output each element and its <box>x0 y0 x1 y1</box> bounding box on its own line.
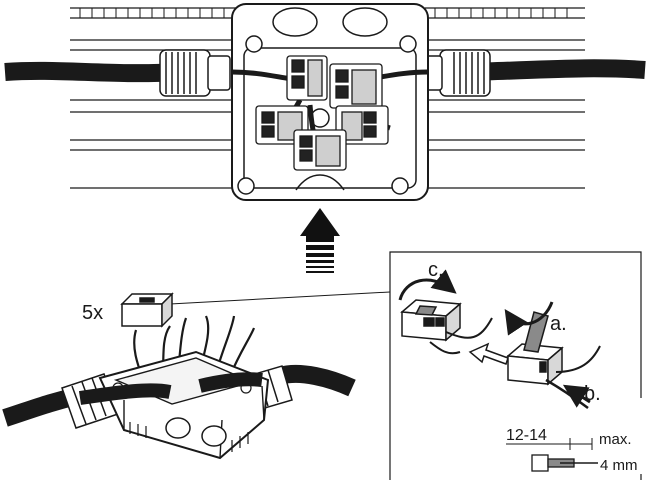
instruction-panel: c. a. b. 12-14 max. 4 mm <box>389 251 642 480</box>
cable-inside-right <box>198 372 263 393</box>
top-assembly <box>4 3 646 201</box>
strip-length-label: 12-14 <box>506 427 547 444</box>
gland-right <box>419 49 491 97</box>
wire-c2 <box>429 341 461 355</box>
bottom-assembly: 5x <box>2 291 391 460</box>
cable-right <box>469 59 646 81</box>
lever-arrow <box>504 301 554 336</box>
mounting-rail <box>70 7 585 189</box>
connectors-installed <box>255 55 389 171</box>
insert-arrow-icon <box>562 384 591 408</box>
curved-arrow-icon <box>398 269 457 301</box>
junction-box-bottom <box>98 350 270 460</box>
cable-bottom-right <box>277 364 356 397</box>
strip-length-dimension: 12-14 max. 4 mm <box>506 427 638 474</box>
max-label: max. <box>599 431 632 448</box>
panel-frame <box>389 251 642 480</box>
open-arrow-icon <box>468 342 509 365</box>
step-a-label: a. <box>550 313 567 335</box>
wire-a <box>555 345 601 373</box>
step-c-label: c. <box>428 259 444 281</box>
step-b-label: b. <box>584 383 601 405</box>
connector-closed <box>400 299 462 342</box>
cable-inside-left <box>78 383 172 405</box>
cable-left <box>4 61 181 83</box>
wire-c <box>445 317 493 339</box>
connector-open <box>506 311 564 386</box>
wire-size-label: 4 mm <box>600 457 638 474</box>
count-label: 5x <box>82 302 103 324</box>
connector-5x-icon <box>120 292 174 328</box>
stripped-wire-icon <box>531 454 598 472</box>
gland-left <box>159 49 231 97</box>
up-arrow-icon <box>300 208 340 273</box>
wire-b <box>545 378 589 410</box>
callout-line <box>169 291 391 305</box>
